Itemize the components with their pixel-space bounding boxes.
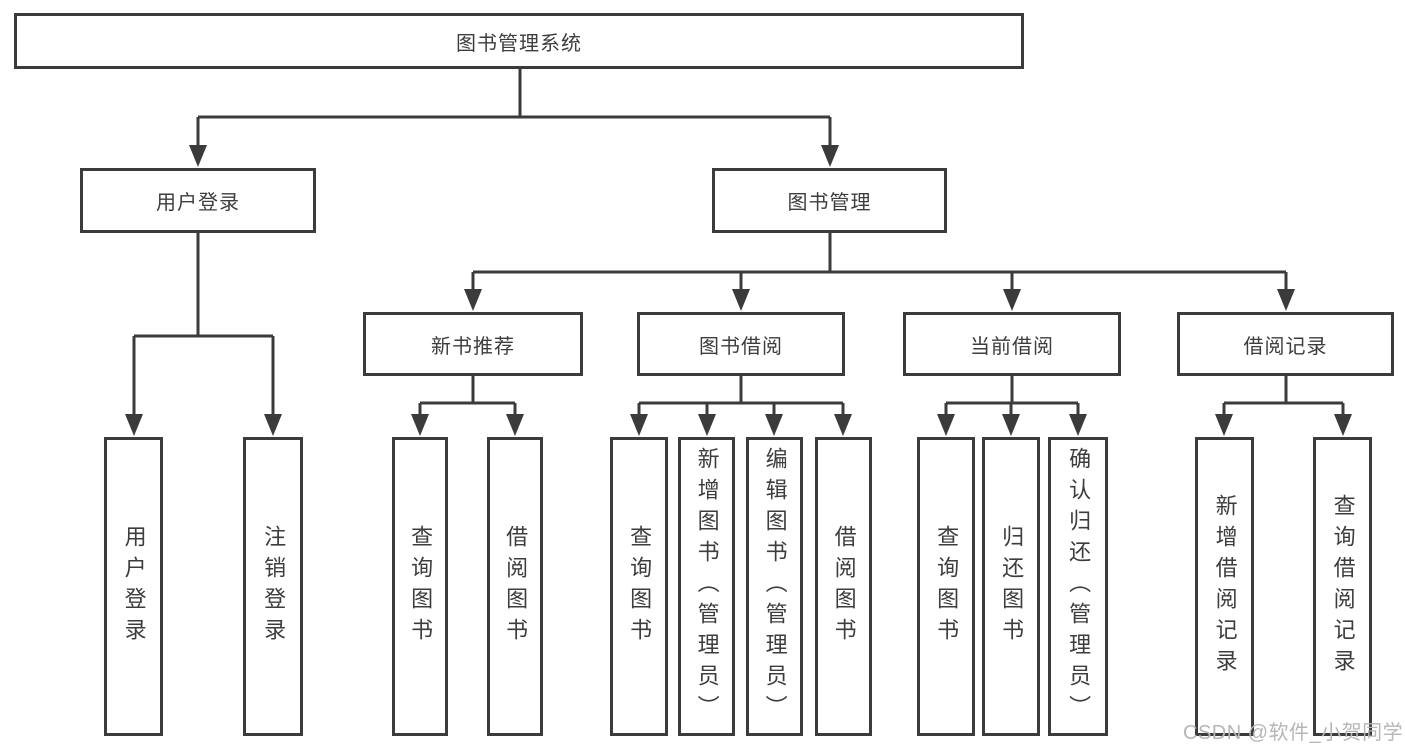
node-label: 新增借阅记录 (1212, 493, 1238, 680)
leaf-user-login: 用户登录 (104, 437, 163, 736)
leaf-confirm-return-admin: 确认归还（管理员） (1048, 437, 1108, 736)
node-label: 图书借阅 (699, 335, 783, 358)
node-label: 借阅记录 (1243, 335, 1328, 358)
node-label: 图书管理系统 (456, 32, 582, 55)
node-label: 当前借阅 (970, 335, 1054, 358)
node-book-management: 图书管理 (712, 168, 947, 233)
leaf-current-query-books: 查询图书 (917, 437, 975, 736)
node-label: 查询图书 (934, 524, 960, 649)
leaf-edit-books-admin: 编辑图书（管理员） (746, 437, 803, 736)
node-label: 查询图书 (627, 524, 653, 649)
node-label: 确认归还（管理员） (1066, 447, 1092, 726)
node-new-book-recommend: 新书推荐 (363, 312, 583, 376)
node-library-management-system: 图书管理系统 (14, 13, 1024, 69)
csdn-watermark: CSDN @软件_小贺同学 (1183, 722, 1404, 744)
node-borrowing-records: 借阅记录 (1177, 312, 1394, 376)
leaf-logout: 注销登录 (243, 437, 303, 736)
node-book-borrowing: 图书借阅 (637, 312, 845, 376)
leaf-add-borrow-record: 新增借阅记录 (1195, 437, 1254, 736)
leaf-borrow-query-books: 查询图书 (610, 437, 668, 736)
node-label: 新增图书（管理员） (694, 447, 720, 726)
node-label: 图书管理 (787, 192, 872, 214)
leaf-query-borrow-record: 查询借阅记录 (1313, 437, 1372, 736)
node-label: 借阅图书 (831, 524, 857, 649)
node-current-borrowing: 当前借阅 (903, 312, 1121, 376)
node-label: 查询借阅记录 (1330, 493, 1356, 680)
node-label: 查询图书 (408, 524, 434, 649)
node-label: 用户登录 (156, 192, 240, 214)
leaf-add-books-admin: 新增图书（管理员） (678, 437, 735, 736)
node-label: 编辑图书（管理员） (762, 447, 788, 726)
node-label: 归还图书 (999, 524, 1025, 649)
leaf-recommend-borrow-books: 借阅图书 (487, 437, 543, 736)
node-label: 注销登录 (261, 524, 287, 649)
leaf-borrow-books: 借阅图书 (815, 437, 872, 736)
node-user-login: 用户登录 (80, 168, 316, 233)
node-label: 借阅图书 (503, 524, 529, 649)
node-label: 用户登录 (121, 524, 147, 649)
leaf-recommend-query-books: 查询图书 (392, 437, 448, 736)
leaf-return-books: 归还图书 (982, 437, 1040, 736)
node-label: 新书推荐 (431, 335, 515, 358)
